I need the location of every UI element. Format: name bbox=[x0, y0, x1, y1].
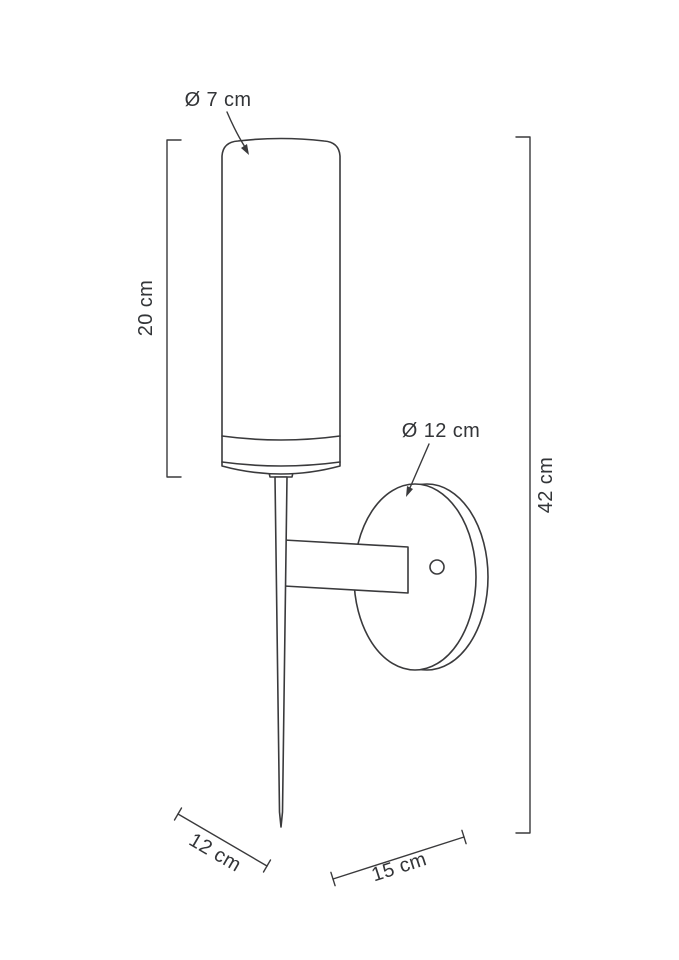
lamp-drawing bbox=[221, 137, 489, 828]
dim-tick bbox=[330, 871, 336, 887]
lamp-arm bbox=[283, 539, 409, 594]
dimension-labels: Ø 7 cm 20 cm Ø 12 cm 42 cm 12 cm 15 cm bbox=[135, 89, 557, 886]
shade-band-lower bbox=[221, 461, 341, 467]
bracket-total-height bbox=[515, 136, 531, 834]
dim-line-depth bbox=[177, 813, 268, 867]
spike-stem bbox=[274, 476, 288, 828]
leader-shade-diameter bbox=[226, 111, 246, 148]
dim-tick bbox=[173, 807, 183, 821]
plate-diameter-label: Ø 12 cm bbox=[402, 420, 480, 442]
total-height-label: 42 cm bbox=[535, 457, 557, 513]
dim-tick bbox=[262, 859, 272, 873]
dim-line-width bbox=[332, 836, 465, 880]
base-width-label: 15 cm bbox=[369, 848, 429, 886]
arrowhead bbox=[406, 486, 413, 497]
dim-tick bbox=[461, 829, 467, 845]
shade-height-label: 20 cm bbox=[135, 280, 157, 336]
shade-diameter-label: Ø 7 cm bbox=[185, 89, 252, 111]
arrowhead bbox=[241, 144, 249, 155]
shade-band-upper bbox=[221, 435, 341, 441]
screw-circle bbox=[429, 559, 445, 575]
shade-body bbox=[221, 137, 341, 475]
bracket-shade-height bbox=[166, 139, 182, 478]
dimension-marks bbox=[166, 111, 531, 887]
leader-plate-diameter bbox=[408, 443, 430, 491]
